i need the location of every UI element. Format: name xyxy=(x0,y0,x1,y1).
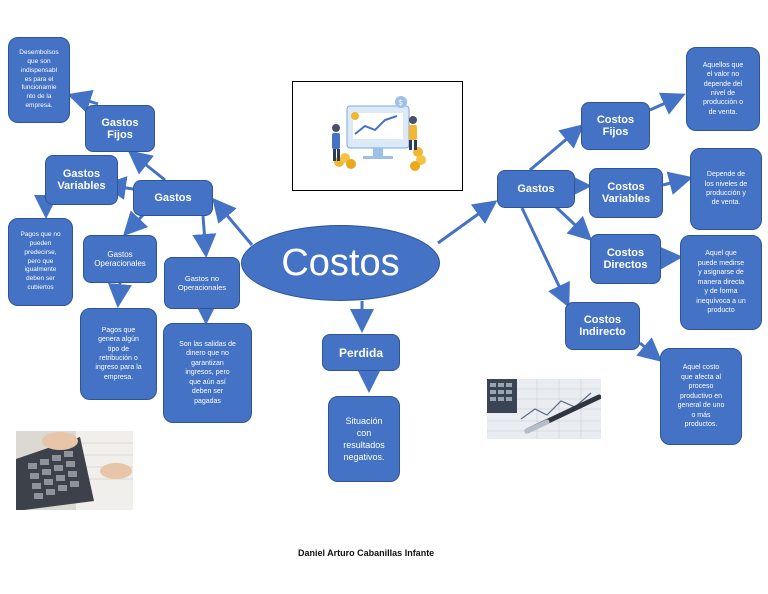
svg-text:$: $ xyxy=(398,98,403,107)
calculator-photo xyxy=(16,431,133,510)
right-gastos-label: Gastos xyxy=(517,183,555,195)
gastos-operacionales-node: Gastos Operacionales xyxy=(83,235,157,283)
finance-team-illustration: $ xyxy=(292,81,463,191)
costos-directos-node: Costos Directos xyxy=(590,234,661,284)
gastos-variables-node: Gastos Variables xyxy=(45,155,118,205)
left-gastos-node: Gastos xyxy=(133,180,213,216)
costos-fijos-node: Costos Fijos xyxy=(581,102,650,150)
right-gastos-node: Gastos xyxy=(497,170,575,208)
costos-variables-note: Depende de los niveles de producción y d… xyxy=(690,148,762,230)
gastos-variables-label: Gastos Variables xyxy=(57,168,106,192)
center-node: Costos xyxy=(241,225,440,301)
perdida-note: Situación con resultados negativos. xyxy=(328,396,400,482)
costos-indirecto-node: Costos Indirecto xyxy=(565,302,640,350)
gastos-fijos-node: Gastos Fijos xyxy=(85,105,155,152)
gastos-fijos-note: Desembolsos que son indispensabl es para… xyxy=(8,37,70,123)
gastos-no-operacionales-node: Gastos no Operacionales xyxy=(164,257,240,309)
gastos-fijos-label: Gastos Fijos xyxy=(101,116,139,141)
costos-fijos-note: Aquellos que el valor no depende del niv… xyxy=(686,47,760,131)
costos-indirecto-note: Aquel costo que afecta al proceso produc… xyxy=(660,348,742,445)
costos-directos-label: Costos Directos xyxy=(603,247,648,271)
gastos-operacionales-note: Pagos que genera algún tipo de retribuci… xyxy=(80,308,157,400)
perdida-node: Perdida xyxy=(322,334,400,371)
pen-and-chart-photo xyxy=(487,379,601,439)
left-gastos-label: Gastos xyxy=(154,192,192,204)
gastos-no-operacionales-note: Son las salidas de dinero que no garanti… xyxy=(163,323,252,423)
center-label: Costos xyxy=(281,241,400,284)
costos-directos-note: Aquel que puede medirse y asignarse de m… xyxy=(680,235,762,330)
perdida-label: Perdida xyxy=(338,345,383,360)
author-name: Daniel Arturo Cabanillas Infante xyxy=(298,548,435,558)
gastos-variables-note: Pagos que no pueden predecirse, pero que… xyxy=(8,218,73,306)
costos-indirecto-label: Costos Indirecto xyxy=(579,314,626,338)
costos-fijos-label: Costos Fijos xyxy=(596,114,635,138)
gastos-no-operacionales-label: Gastos no Operacionales xyxy=(177,274,227,292)
costos-variables-label: Costos Variables xyxy=(601,181,651,205)
costos-variables-node: Costos Variables xyxy=(589,168,663,218)
gastos-operacionales-label: Gastos Operacionales xyxy=(94,250,146,268)
